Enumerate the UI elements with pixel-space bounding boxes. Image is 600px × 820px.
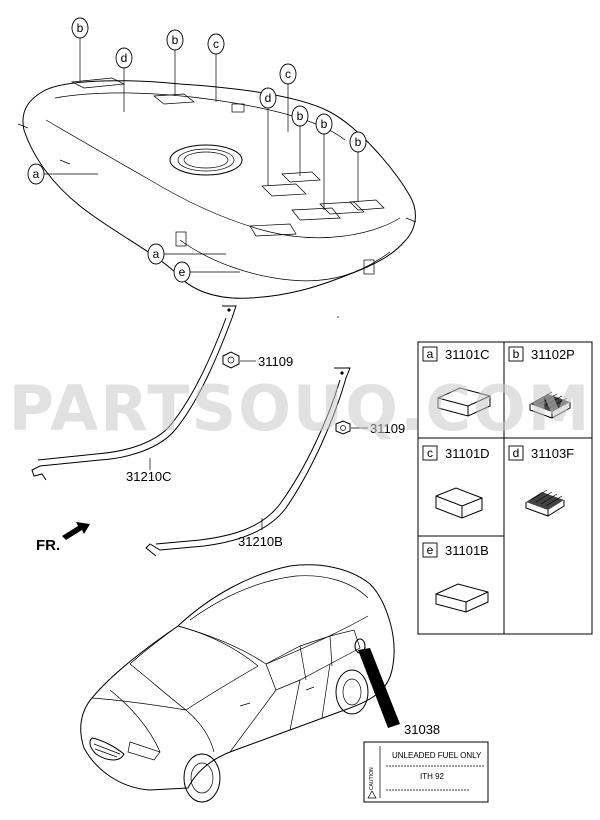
front-label: FR. — [36, 537, 60, 554]
strap-hole — [340, 371, 344, 375]
callout-c-2: c — [279, 63, 297, 132]
part-31210C: 31210C — [126, 469, 172, 484]
front-arrow-icon — [62, 522, 90, 540]
callout-d-2: d — [259, 87, 277, 186]
callout-letter: d — [265, 91, 272, 105]
callout-letter: b — [172, 33, 179, 47]
legend-cell-c: c 31101D — [422, 445, 490, 519]
ribbed-pad-icon — [529, 391, 571, 419]
svg-text:e: e — [427, 543, 434, 557]
part-31109-bottom: 31109 — [370, 421, 405, 436]
legend-part-number: 31101D — [445, 446, 490, 461]
callout-letter: a — [153, 247, 160, 261]
ribbed-pad-icon — [525, 489, 565, 517]
nut-31109-1: 31109 — [222, 351, 293, 369]
part-31109-top: 31109 — [258, 354, 293, 369]
warning-icon — [367, 790, 377, 799]
strap-hole — [227, 308, 231, 312]
callout-c-1: c — [207, 33, 225, 102]
callout-letter: b — [321, 117, 328, 131]
callout-letter: a — [33, 167, 40, 181]
label-leader — [358, 648, 400, 728]
legend-part-number: 31101C — [445, 347, 490, 362]
pad-icon — [437, 387, 491, 417]
label-title: UNLEADED FUEL ONLY — [392, 751, 482, 760]
pad-icon — [435, 583, 489, 613]
legend-part-number: 31101B — [445, 543, 489, 558]
legend-part-number: 31103F — [531, 446, 574, 461]
pad-icon — [435, 487, 483, 519]
svg-text:b: b — [513, 347, 520, 361]
part-31038: 31038 — [404, 722, 440, 737]
fuel-tank — [17, 77, 417, 318]
strap-31210B: 31210B — [145, 367, 351, 557]
watermark: PARTSOUQ.COM — [9, 372, 592, 445]
label-octane: ITH 92 — [420, 772, 445, 781]
parts-legend: a 31101C b 31102P c 31101D d 31103F — [417, 341, 593, 635]
callout-d-1: d — [115, 47, 133, 112]
callout-letter: c — [213, 37, 219, 51]
part-31210B: 31210B — [238, 534, 283, 549]
fuel-label-card: CAUTION UNLEADED FUEL ONLY ITH 92 — [363, 741, 489, 803]
legend-cell-a: a 31101C — [422, 346, 491, 417]
callout-letter: c — [285, 67, 291, 81]
front-direction-indicator: FR. — [36, 522, 90, 554]
callout-e: e — [173, 261, 240, 283]
callout-letter: b — [77, 21, 84, 35]
callout-letter: e — [179, 265, 186, 279]
callout-b-3: b — [291, 105, 309, 176]
legend-part-number: 31102P — [531, 347, 575, 362]
legend-cell-b: b 31102P — [508, 346, 575, 419]
callout-b-4: b — [315, 113, 333, 210]
svg-text:d: d — [513, 446, 520, 460]
callout-letter: b — [355, 135, 362, 149]
svg-text:c: c — [427, 446, 433, 460]
nut-31109-2: 31109 — [335, 420, 405, 436]
svg-text:a: a — [427, 347, 434, 361]
legend-cell-d: d 31103F — [508, 445, 574, 517]
callout-a-2: a — [147, 243, 226, 265]
legend-cell-e: e 31101B — [422, 542, 489, 613]
caution-text: CAUTION — [369, 767, 375, 790]
car-illustration — [80, 564, 395, 803]
callout-letter: d — [121, 51, 128, 65]
callout-b-2: b — [166, 29, 184, 96]
callout-b-5: b — [349, 131, 367, 202]
callout-a-1: a — [27, 163, 98, 185]
callout-b-1: b — [71, 17, 89, 82]
callout-letter: b — [297, 109, 304, 123]
strap-31210C: 31210C — [31, 305, 237, 484]
